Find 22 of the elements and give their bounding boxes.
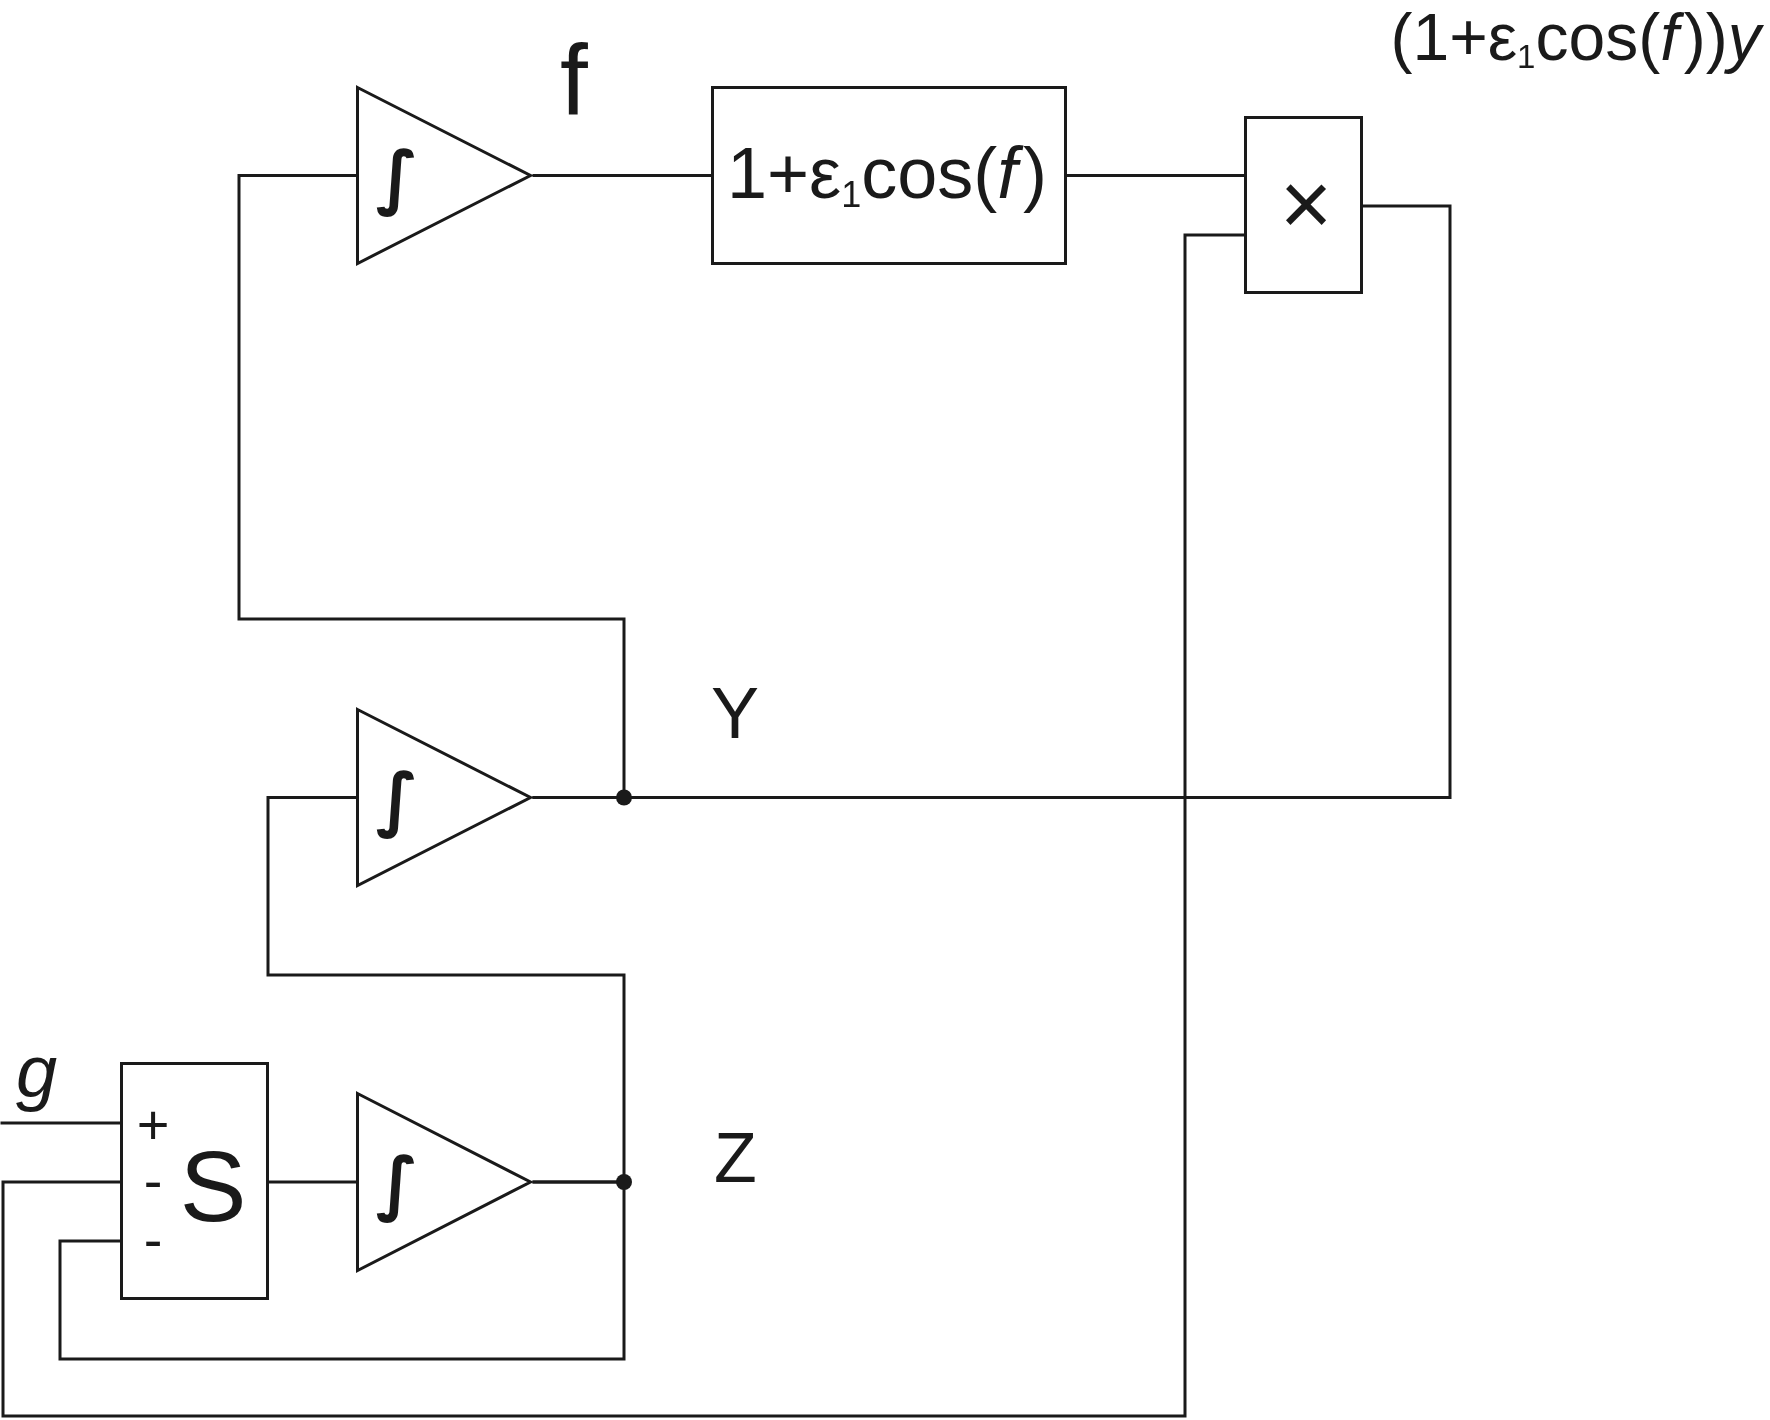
signal-line xyxy=(1,233,1246,1418)
integral-sign: ∫ xyxy=(375,1140,419,1226)
minus-sign: - xyxy=(143,1212,163,1268)
signal-label: Z xyxy=(714,1123,757,1193)
multiplier-box xyxy=(1244,116,1363,294)
signal-line xyxy=(1065,173,1246,177)
signal-line xyxy=(58,1180,626,1361)
integral-sign: ∫ xyxy=(375,134,419,220)
plus-sign: + xyxy=(136,1097,170,1153)
sum-label: S xyxy=(179,1136,247,1236)
minus-sign: - xyxy=(143,1153,163,1209)
signal-line xyxy=(267,1180,358,1184)
signal-label: Y xyxy=(711,677,760,749)
signal-line xyxy=(532,204,1452,799)
integral-sign: ∫ xyxy=(375,756,419,842)
input-label: g xyxy=(2,1030,62,1123)
summing-box xyxy=(120,1062,269,1300)
multiply-sign: × xyxy=(1279,159,1333,249)
signal-line xyxy=(0,1121,122,1125)
signal-line xyxy=(532,174,713,177)
signal-label: f xyxy=(560,30,588,130)
function-box xyxy=(711,86,1067,265)
